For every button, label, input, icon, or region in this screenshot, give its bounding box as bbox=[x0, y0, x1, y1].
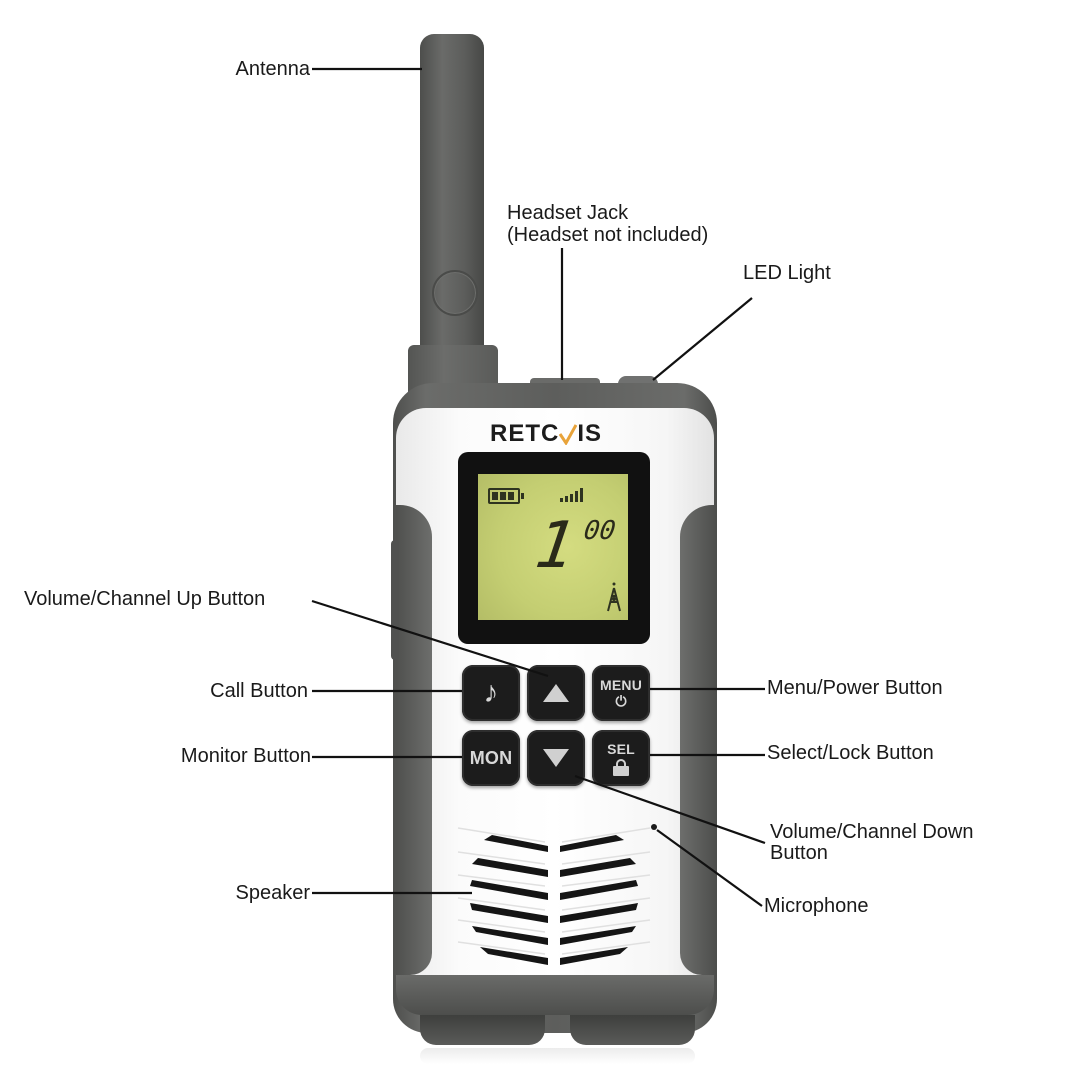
monitor-button[interactable]: MON bbox=[462, 730, 520, 786]
label-headset-jack-line2: (Headset not included) bbox=[507, 224, 709, 246]
label-speaker: Speaker bbox=[235, 882, 311, 904]
volume-down-button[interactable] bbox=[527, 730, 585, 786]
side-ptt-button bbox=[391, 540, 399, 660]
sel-label: SEL bbox=[607, 740, 635, 757]
microphone-hole bbox=[651, 824, 657, 830]
brand-logo: RETC IS bbox=[490, 420, 625, 448]
label-monitor-button: Monitor Button bbox=[180, 745, 311, 767]
label-headset-jack: Headset Jack (Headset not included) bbox=[507, 202, 708, 246]
label-microphone: Microphone bbox=[764, 895, 869, 917]
antenna-logo-icon bbox=[432, 270, 478, 316]
speaker-grille bbox=[450, 820, 660, 970]
music-note-icon: ♪ bbox=[483, 676, 499, 709]
label-menu-power: Menu/Power Button bbox=[767, 677, 943, 699]
label-headset-jack-line1: Headset Jack bbox=[507, 202, 629, 224]
label-volume-down-line1: Volume/Channel Down bbox=[770, 821, 974, 843]
call-button[interactable]: ♪ bbox=[462, 665, 520, 721]
label-antenna: Antenna bbox=[235, 58, 310, 80]
power-icon: ⏻ bbox=[615, 692, 627, 709]
check-v-icon bbox=[559, 423, 578, 446]
triangle-up-icon bbox=[543, 684, 569, 702]
sub-code: 00 bbox=[581, 516, 618, 546]
reflection bbox=[420, 1048, 695, 1064]
brand-prefix: RETC bbox=[490, 420, 560, 447]
signal-bars-icon bbox=[560, 488, 584, 502]
mon-label: MON bbox=[469, 747, 513, 768]
select-lock-button[interactable]: SEL bbox=[592, 730, 650, 786]
battery-full-icon bbox=[488, 488, 524, 504]
label-volume-down-line2: Button bbox=[770, 842, 828, 864]
left-foot bbox=[420, 1015, 545, 1045]
label-call-button: Call Button bbox=[210, 680, 308, 702]
lock-icon bbox=[613, 758, 629, 776]
label-led-light: LED Light bbox=[743, 262, 831, 284]
bottom-band bbox=[396, 975, 714, 1015]
right-foot bbox=[570, 1015, 695, 1045]
lcd-screen: 1 00 bbox=[478, 474, 628, 620]
volume-up-button[interactable] bbox=[527, 665, 585, 721]
tower-icon bbox=[606, 582, 622, 612]
left-grip bbox=[396, 505, 432, 975]
label-volume-down: Volume/Channel Down Button bbox=[770, 822, 973, 864]
triangle-down-icon bbox=[543, 749, 569, 767]
menu-power-button[interactable]: MENU ⏻ bbox=[592, 665, 650, 721]
label-volume-up: Volume/Channel Up Button bbox=[24, 588, 266, 610]
right-grip bbox=[680, 505, 714, 975]
label-select-lock: Select/Lock Button bbox=[767, 742, 934, 764]
channel-number: 1 bbox=[530, 509, 580, 583]
menu-label: MENU bbox=[599, 676, 643, 693]
brand-suffix: IS bbox=[577, 420, 603, 447]
